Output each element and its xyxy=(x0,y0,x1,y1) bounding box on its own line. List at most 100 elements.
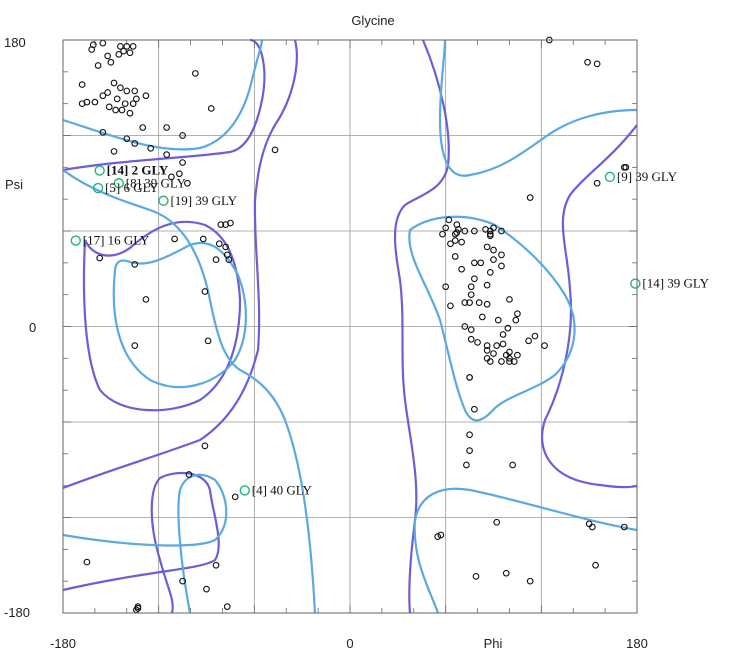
data-point xyxy=(99,128,107,136)
data-point xyxy=(483,300,491,308)
data-point xyxy=(83,558,91,566)
data-point xyxy=(203,585,210,593)
data-point xyxy=(271,146,279,154)
contour-inner-left-upper-path xyxy=(62,169,317,614)
data-point xyxy=(94,62,102,69)
contour-inner-left-loop xyxy=(112,241,247,389)
data-point xyxy=(225,256,233,264)
data-point xyxy=(451,230,459,238)
data-point xyxy=(110,79,118,87)
data-point xyxy=(592,561,599,569)
data-point xyxy=(204,337,212,345)
x-tick-label-left: -180 xyxy=(50,636,76,651)
data-point xyxy=(471,259,478,267)
data-point xyxy=(472,573,480,580)
data-point xyxy=(526,194,534,201)
outlier-points: [14] 2 GLY[8] 39 GLY[5] 6 GLY[19] 39 GLY… xyxy=(70,163,710,497)
data-point xyxy=(212,561,220,569)
data-point xyxy=(129,43,137,50)
data-point xyxy=(461,323,469,330)
data-point xyxy=(466,447,473,455)
data-point xyxy=(504,324,512,332)
outlier-point xyxy=(92,182,104,194)
data-point xyxy=(447,302,454,310)
data-point xyxy=(442,224,450,232)
contour-inner-left-bottom xyxy=(62,473,228,614)
x-tick-label-mid: 0 xyxy=(346,636,353,651)
data-point xyxy=(509,461,516,469)
data-point xyxy=(499,331,507,338)
data-point xyxy=(502,569,510,577)
data-point xyxy=(510,358,518,365)
data-point xyxy=(113,95,121,103)
data-point xyxy=(506,354,513,362)
data-point xyxy=(593,60,601,68)
data-point xyxy=(466,299,473,306)
data-point xyxy=(541,342,548,349)
data-point xyxy=(126,49,134,57)
data-point xyxy=(584,58,591,66)
data-point xyxy=(227,219,234,227)
data-point xyxy=(471,275,478,283)
data-point xyxy=(142,92,150,100)
data-point xyxy=(466,374,473,381)
data-point xyxy=(506,296,513,303)
data-point xyxy=(490,256,497,264)
plot-frame xyxy=(62,39,638,614)
outlier-point xyxy=(630,278,641,289)
data-point xyxy=(123,135,131,143)
data-point xyxy=(477,259,485,267)
data-point xyxy=(589,523,596,531)
data-point xyxy=(467,283,475,291)
data-point xyxy=(78,100,86,108)
data-point xyxy=(498,358,505,365)
contour-outer-left-inner-loop xyxy=(82,220,242,412)
data-point xyxy=(115,50,123,58)
data-point xyxy=(506,348,513,356)
data-point xyxy=(139,124,147,131)
data-point xyxy=(490,350,497,357)
data-point xyxy=(466,431,473,439)
data-point xyxy=(471,227,478,235)
data-point xyxy=(514,351,521,359)
data-point xyxy=(223,603,231,610)
data-point xyxy=(483,281,491,289)
data-point xyxy=(483,347,491,354)
data-point xyxy=(129,100,137,108)
data-point xyxy=(498,262,505,270)
outlier-label: [9] 39 GLY xyxy=(617,169,678,184)
data-point xyxy=(201,442,209,450)
data-point xyxy=(217,221,225,228)
data-point xyxy=(498,227,505,235)
data-point xyxy=(185,471,193,478)
y-tick-label-bottom: -180 xyxy=(4,605,30,620)
data-point xyxy=(461,227,469,235)
data-point xyxy=(514,310,521,318)
data-point xyxy=(104,52,111,60)
data-point xyxy=(105,103,113,111)
data-point xyxy=(222,243,229,251)
data-point xyxy=(494,316,502,324)
data-point xyxy=(132,95,140,103)
data-point xyxy=(458,265,465,273)
outlier-label: [19] 39 GLY xyxy=(170,193,237,208)
data-point xyxy=(493,342,501,349)
data-point xyxy=(620,163,628,171)
data-point xyxy=(486,358,494,365)
data-point xyxy=(502,351,510,359)
data-point xyxy=(123,87,131,95)
data-point xyxy=(99,92,107,100)
y-tick-label-top: 180 xyxy=(4,35,26,50)
data-point xyxy=(142,296,150,303)
data-point xyxy=(191,70,199,77)
data-point xyxy=(525,337,532,345)
outlier-point xyxy=(158,195,169,206)
data-point xyxy=(506,358,513,365)
data-point xyxy=(215,240,223,248)
contour-inner-right-top xyxy=(438,39,638,177)
contour-outer-right-loop xyxy=(540,124,638,489)
data-point xyxy=(179,132,186,139)
data-point xyxy=(451,253,459,260)
data-point xyxy=(168,173,175,181)
